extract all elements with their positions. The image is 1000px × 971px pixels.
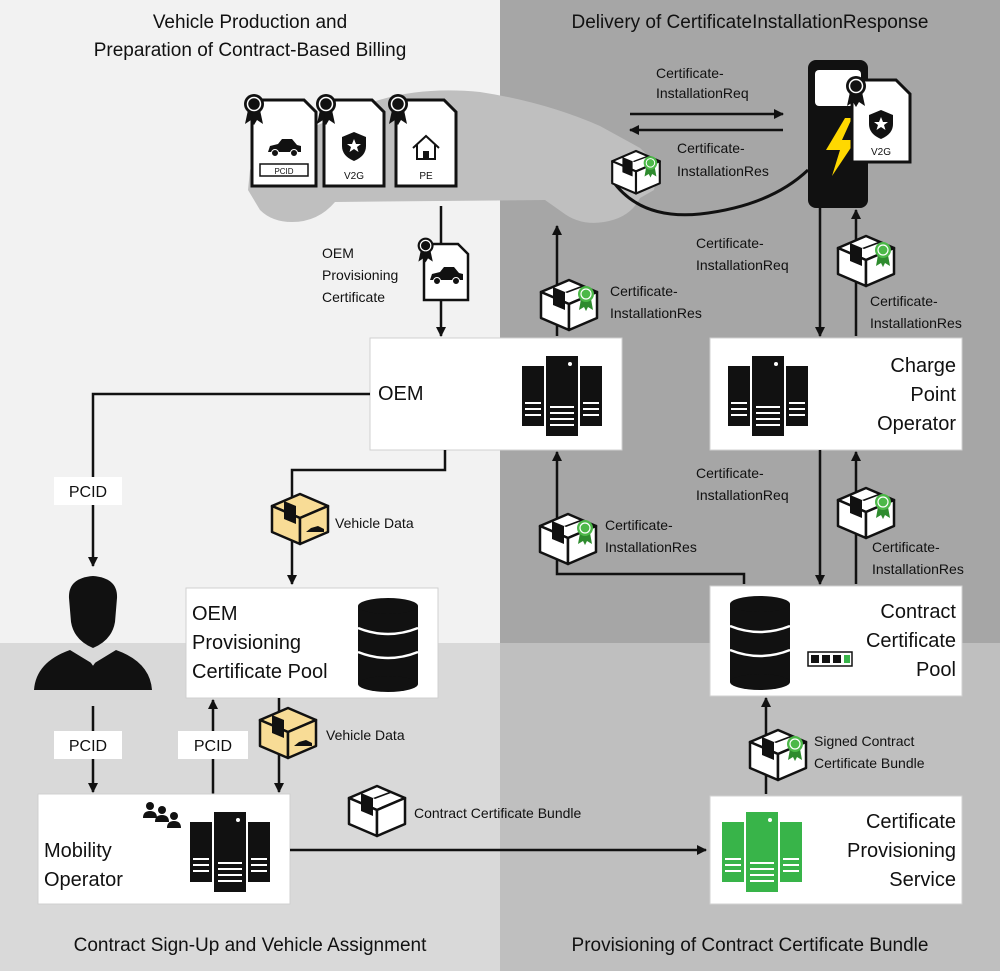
label-cert-install-req-low-2: InstallationReq [696, 487, 789, 503]
charge-point-operator-node[interactable]: Charge Point Operator [709, 337, 963, 451]
label-cert-install-res-low-left-1: Certificate- [605, 517, 673, 533]
pool-label-1: OEM [192, 603, 238, 625]
ccp-bundle-icon [807, 651, 853, 667]
pcid-tag-2-label: PCID [69, 738, 107, 755]
label-vehicle-data-2: Vehicle Data [326, 727, 405, 743]
label-cert-install-req-mid-2: InstallationReq [696, 257, 789, 273]
pcid-tag-1-label: PCID [69, 484, 107, 501]
label-cert-install-res-top-2: InstallationRes [677, 163, 769, 179]
box-cert-install-res-oem [539, 278, 599, 332]
oem-node-label: OEM [378, 383, 424, 405]
pool-label-3: Certificate Pool [192, 661, 328, 683]
cpo-server-icon [728, 356, 808, 436]
pcid-tag-3-label: PCID [194, 738, 232, 755]
label-oem-prov-cert-3: Certificate [322, 289, 385, 305]
oem-server-icon [522, 356, 602, 436]
oem-provisioning-certificate-pool-node[interactable]: OEM Provisioning Certificate Pool [185, 587, 439, 699]
box-cert-install-res-cpo-top [836, 234, 896, 288]
pool-label-2: Provisioning [192, 632, 301, 654]
section-title-bottom-left: Contract Sign-Up and Vehicle Assignment [74, 935, 427, 956]
arrow-ccp-to-oem [552, 451, 746, 584]
label-signed-bundle-2: Certificate Bundle [814, 755, 925, 771]
pcid-tag-2: PCID [54, 731, 122, 759]
label-cert-install-req-mid-1: Certificate- [696, 235, 764, 251]
cps-label-1: Certificate [866, 811, 956, 833]
label-cert-install-res-right-1: Certificate- [870, 293, 938, 309]
oem-provisioning-certificate-doc [417, 237, 470, 302]
pe-doc-label: PE [419, 171, 433, 182]
mo-label-1: Mobility [44, 840, 112, 862]
arrow-oem-to-customer [88, 392, 370, 567]
label-cert-install-res-left-1: Certificate- [610, 283, 678, 299]
cps-label-2: Provisioning [847, 840, 956, 862]
label-cert-install-res-top-1: Certificate- [677, 140, 745, 156]
box-cert-install-res-ccp [538, 512, 598, 566]
label-vehicle-data-1: Vehicle Data [335, 515, 414, 531]
label-oem-prov-cert-2: Provisioning [322, 267, 398, 283]
box-signed-contract-bundle [748, 728, 808, 782]
label-cert-install-res-right-2: InstallationRes [870, 315, 962, 331]
pcid-doc-label: PCID [274, 167, 293, 176]
pool-database-icon [356, 596, 420, 694]
cps-label-3: Service [889, 869, 956, 891]
box-cert-install-res-cpo-low [836, 486, 896, 540]
box-cert-install-res-vehicle [611, 149, 661, 195]
charger-v2g-certificate-doc: V2G [845, 75, 912, 164]
v2g-certificate-doc: V2G [315, 93, 386, 188]
cpo-label-3: Operator [877, 413, 956, 435]
cpo-label-2: Point [910, 384, 956, 406]
pcid-certificate-doc: PCID [243, 93, 318, 188]
label-cert-install-res-left-2: InstallationRes [610, 305, 702, 321]
label-cert-install-res-low-right-2: InstallationRes [872, 561, 964, 577]
pcid-tag-3: PCID [178, 731, 248, 759]
label-cert-install-res-low-left-2: InstallationRes [605, 539, 697, 555]
contract-certificate-pool-node[interactable]: Contract Certificate Pool [709, 585, 963, 697]
box-vehicle-data-top [270, 492, 330, 546]
label-cert-install-req-top-2: InstallationReq [656, 85, 749, 101]
charger-doc-label: V2G [871, 147, 891, 158]
label-signed-bundle-1: Signed Contract [814, 733, 915, 749]
pe-certificate-doc: PE [387, 93, 458, 188]
section-title-top-right: Delivery of CertificateInstallationRespo… [572, 12, 929, 33]
certificate-provisioning-service-node[interactable]: Certificate Provisioning Service [709, 795, 963, 905]
label-contract-cert-bundle: Contract Certificate Bundle [414, 805, 582, 821]
ccp-label-1: Contract [880, 601, 956, 623]
section-title-top-left-1: Vehicle Production and [153, 12, 347, 33]
customer-icon [34, 576, 152, 690]
ccp-label-2: Certificate [866, 630, 956, 652]
ccp-label-3: Pool [916, 659, 956, 681]
label-oem-prov-cert-1: OEM [322, 245, 354, 261]
label-cert-install-req-top-1: Certificate- [656, 65, 724, 81]
mo-label-2: Operator [44, 869, 123, 891]
section-title-top-left-2: Preparation of Contract-Based Billing [94, 40, 407, 61]
v2g-doc-label: V2G [344, 171, 364, 182]
label-cert-install-res-low-right-1: Certificate- [872, 539, 940, 555]
pcid-tag-1: PCID [54, 477, 122, 505]
mobility-operator-node[interactable]: Mobility Operator [37, 793, 291, 905]
label-cert-install-req-low-1: Certificate- [696, 465, 764, 481]
section-title-bottom-right: Provisioning of Contract Certificate Bun… [572, 935, 929, 956]
box-vehicle-data-bottom [258, 706, 318, 760]
cpo-label-1: Charge [890, 355, 956, 377]
ccp-database-icon [728, 594, 792, 692]
oem-node[interactable]: OEM [369, 337, 623, 451]
cps-server-icon [722, 812, 802, 892]
mo-server-icon [190, 812, 270, 892]
box-contract-certificate-bundle [347, 784, 407, 838]
